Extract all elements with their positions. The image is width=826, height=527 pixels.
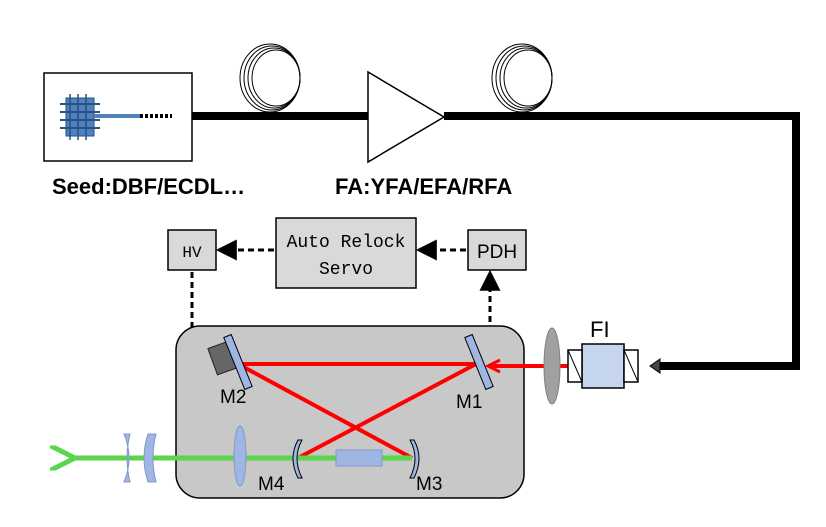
m4-label: M4 [258, 474, 285, 495]
mirror-icon [223, 333, 253, 391]
fiber-collimator-icon [649, 358, 661, 374]
mirror-m1-icon [464, 333, 494, 391]
amplifier-triangle-icon [367, 70, 446, 164]
seed-label: Seed:DBF/ECDL… [52, 174, 245, 199]
lens-icon [233, 425, 247, 487]
crystal-icon [335, 449, 383, 467]
amplifier-label: FA:YFA/EFA/RFA [335, 174, 512, 199]
cavity-enclosure [175, 325, 525, 499]
lens-icon [143, 433, 157, 483]
mirror-m2 [207, 333, 253, 391]
fiber-coil-icon [491, 43, 553, 113]
laser-diode-icon [60, 94, 172, 140]
mirror-m4-icon [292, 439, 303, 479]
lens-icon [123, 433, 131, 483]
m3-label: M3 [416, 474, 442, 495]
pdh-label: PDH [477, 242, 517, 263]
servo-box: Auto Relock Servo [275, 217, 417, 289]
arrow-icon [484, 358, 501, 374]
hv-box: HV [167, 229, 217, 271]
m1-label: M1 [456, 392, 482, 413]
pdh-box: PDH [467, 229, 527, 271]
fiber-path [192, 112, 800, 370]
mirror-m3-icon [409, 439, 420, 479]
servo-label-line2: Servo [319, 260, 373, 280]
hv-label: HV [182, 244, 202, 262]
servo-label-line1: Auto Relock [287, 233, 406, 253]
m2-label: M2 [220, 387, 246, 408]
fiber-coil-icon [239, 43, 301, 113]
faraday-isolator [567, 343, 639, 389]
lens-icon [543, 327, 561, 405]
seed-laser [43, 72, 193, 162]
fi-label: FI [590, 317, 610, 342]
